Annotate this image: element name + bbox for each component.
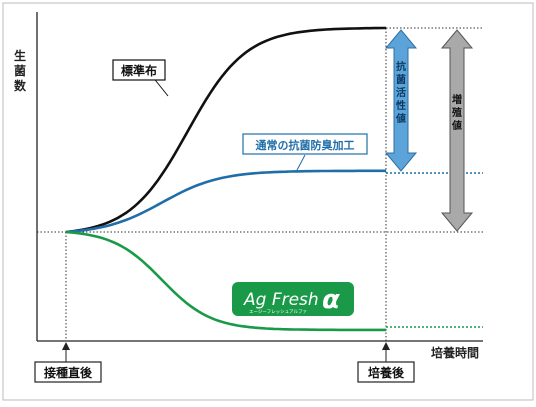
brand-sub: エージーフレッシュアルファ [249,309,307,315]
label-box-normal [242,133,368,155]
tick-box-start [34,361,102,383]
svg-text:増殖値: 増殖値 [451,93,462,132]
tick-label-end: 培養後 [368,365,405,380]
brand-alpha: α [322,285,340,315]
svg-text:抗菌活性値: 抗菌活性値 [395,60,406,125]
tick-box-end [357,361,415,383]
label-box-standard [112,59,166,81]
series-line-standard [65,26,386,234]
x-axis-label: 培養時間 [431,345,479,360]
label-pointer-normal [295,154,306,173]
brand-badge-bg [232,282,354,316]
start-tick-arrow [62,342,70,362]
bacteriostatic-arrow: 増殖値 [440,29,474,232]
series-line-agfresh [65,230,386,332]
chart-border [2,2,534,401]
antibacterial-arrow: 抗菌活性値 [384,29,418,172]
end-tick-arrow [382,342,390,362]
label-standard: 標準布 [121,63,157,78]
y-axis-label: 生菌数 [14,48,27,93]
brand-main: Ag Fresh [243,290,319,310]
label-normal: 通常の抗菌防臭加工 [256,138,355,152]
brand-badge: Ag Fresh α エージーフレッシュアルファ [232,282,354,316]
tick-label-start: 接種直後 [44,365,93,380]
series-line-normal [65,169,386,234]
svg-text:生菌数: 生菌数 [14,48,27,93]
